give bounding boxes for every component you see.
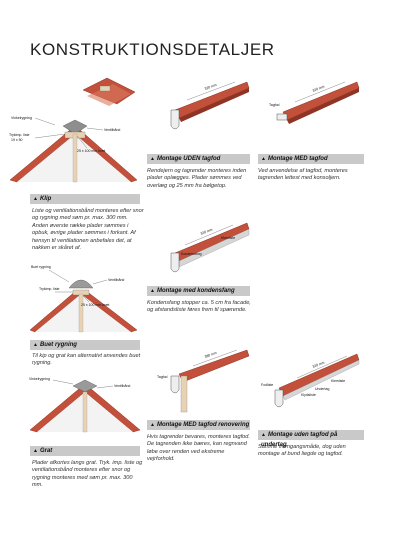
renovering-dim: 380 mm xyxy=(204,351,217,359)
bullet-arrow-icon: ▲ xyxy=(150,422,155,428)
klip-text: Liste og ventilationsbånd monteres efter… xyxy=(32,208,144,252)
uden-tagfod-text: Rendejern og tagrender monteres inden pl… xyxy=(147,168,247,189)
label-undertag: Undertag xyxy=(315,387,329,391)
label-renovering-tagfod: Tagfod xyxy=(157,375,168,379)
klip-heading: Klip xyxy=(39,196,52,202)
label-kondensfang: Kondensfang xyxy=(181,252,202,256)
bullet-arrow-icon: ▲ xyxy=(33,342,38,348)
buet-illustration: Buet rygning Ventilbånd Trykimp. liste 2… xyxy=(29,265,138,333)
label-grat-ventilband: Ventilbånd xyxy=(114,384,130,388)
uden-tagfod-illustration: 320 mm xyxy=(170,81,250,130)
bullet-arrow-icon: ▲ xyxy=(33,448,38,454)
label-trykimp: Trykimp. liste xyxy=(9,133,30,137)
klip-heading-bar: ▲Klip xyxy=(30,194,140,204)
bullet-arrow-icon: ▲ xyxy=(150,288,155,294)
renovering-heading: Montage MED tagfod renovering xyxy=(156,422,250,428)
label-ventilband: Ventilbånd xyxy=(104,128,120,132)
undertag-dim: 320 mm xyxy=(312,360,325,368)
grat-illustration: Vinkelrygning Ventilbånd xyxy=(29,377,141,433)
label-fodliste: Fodliste xyxy=(261,383,273,387)
label-klemliste: Klemliste xyxy=(221,236,235,240)
label-trykimp-size: 19 x 50 xyxy=(11,138,23,142)
undertag-illustration: 320 mm Fodliste Klemliste Undertag Klyds… xyxy=(261,353,360,408)
label-buet-board: 25 x 100 mm bræt xyxy=(81,303,109,307)
med-tagfod-illustration: 320 mm Tagfod xyxy=(269,81,360,124)
kondensfang-heading-bar: ▲Montage med kondensfang xyxy=(147,286,250,296)
buet-heading-bar: ▲Buet rygning xyxy=(30,340,140,350)
label-buet-rygning: Buet rygning xyxy=(31,265,51,269)
med-tagfod-text: Ved anvendelse af tagfod, monteres tagre… xyxy=(258,168,348,182)
grat-heading: Grat xyxy=(39,448,53,454)
label-med-tagfod: Tagfod xyxy=(269,103,280,107)
bullet-arrow-icon: ▲ xyxy=(150,156,155,162)
uden-dim: 320 mm xyxy=(204,83,217,91)
med-tagfod-heading: Montage MED tagfod xyxy=(267,156,328,162)
kondensfang-illustration: 320 mm Kondensfang Klemliste xyxy=(170,222,250,273)
renovering-illustration: 380 mm Tagfod xyxy=(157,349,250,413)
label-undertag-klemliste: Klemliste xyxy=(331,379,345,383)
bullet-arrow-icon: ▲ xyxy=(261,432,266,438)
label-vinkelrygning: Vinkelrygning xyxy=(11,116,32,120)
buet-heading: Buet rygning xyxy=(39,342,77,348)
label-board: 25 x 100 mm bræt xyxy=(77,149,105,153)
kondensfang-heading: Montage med kondensfang xyxy=(156,288,235,294)
label-grat-vinkelrygning: Vinkelrygning xyxy=(29,377,50,381)
uden-tagfod-heading: Montage UDEN tagfod xyxy=(156,156,221,162)
bullet-arrow-icon: ▲ xyxy=(261,156,266,162)
klip-illustration: Vinkelrygning Ventilbånd Trykimp. liste … xyxy=(9,77,138,183)
med-tagfod-heading-bar: ▲Montage MED tagfod xyxy=(258,154,364,164)
undertag-heading: Montage uden tagfod på undertag xyxy=(261,432,338,448)
renovering-text: Hvis tagrender bevares, monteres tagfod.… xyxy=(147,434,250,463)
kondensfang-dim: 320 mm xyxy=(200,227,213,235)
label-buet-ventilband: Ventilbånd xyxy=(108,278,124,282)
grat-heading-bar: ▲Grat xyxy=(30,446,140,456)
kondensfang-text: Kondensfang stopper ca. 5 cm fra facade,… xyxy=(147,300,251,314)
med-tagfod-dim: 320 mm xyxy=(312,84,325,92)
label-klydsliste: Klydsliste xyxy=(301,393,316,397)
undertag-text: Samme fremgangsmåde, dog uden montage af… xyxy=(258,444,346,458)
page-title: KONSTRUKTIONSDETALJER xyxy=(30,40,275,59)
renovering-heading-bar: ▲Montage MED tagfod renovering xyxy=(147,420,250,430)
undertag-heading-bar: ▲Montage uden tagfod på undertag xyxy=(258,430,364,448)
uden-tagfod-heading-bar: ▲Montage UDEN tagfod xyxy=(147,154,250,164)
grat-text: Plader afkortes langs grat. Tryk. imp. l… xyxy=(32,460,143,489)
label-buet-trykimp: Trykimp. liste xyxy=(39,287,60,291)
bullet-arrow-icon: ▲ xyxy=(33,196,38,202)
buet-text: Til kip og grat kan alternativt anvendes… xyxy=(32,353,141,367)
